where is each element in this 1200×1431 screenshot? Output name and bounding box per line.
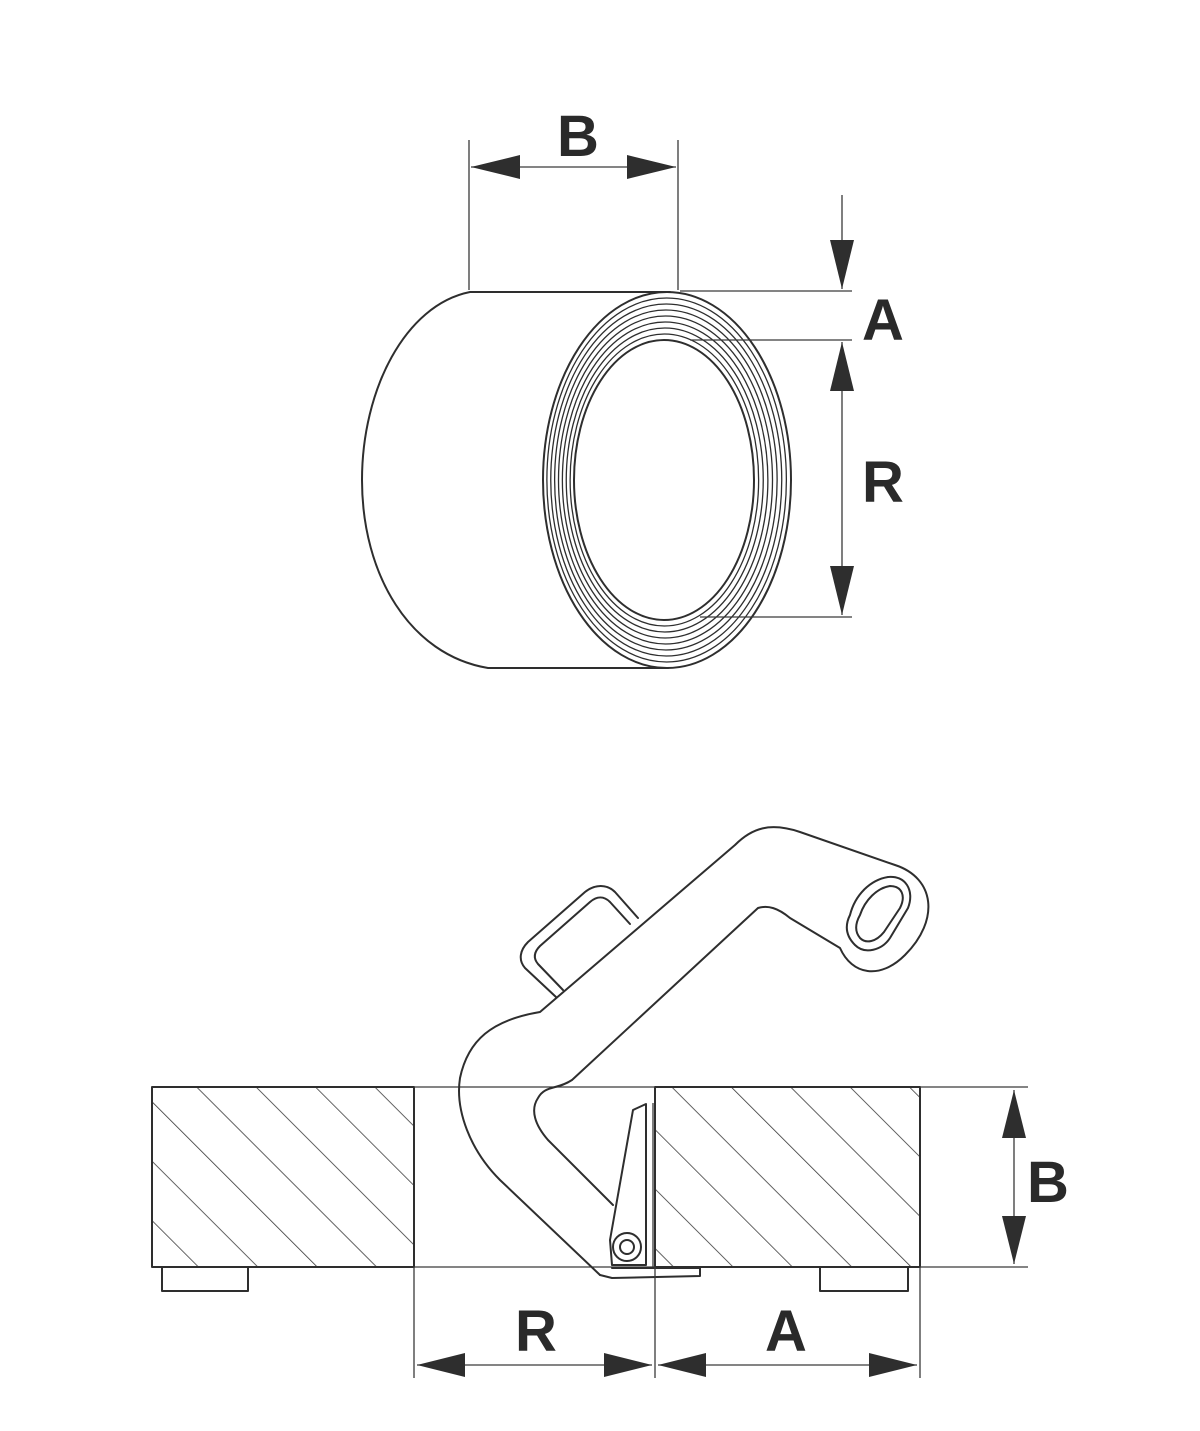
- right-coil-section: [655, 1087, 920, 1267]
- right-support-foot: [819, 1266, 909, 1292]
- clamp-view: B R A: [151, 826, 1069, 1378]
- clamp-height-dimension: B: [920, 1086, 1069, 1268]
- clamp-toe: [599, 1267, 701, 1279]
- clamp-inner-dimension: R: [413, 1267, 656, 1378]
- pivot-pin: [612, 1232, 642, 1262]
- coil-layer: [550, 303, 783, 657]
- coil-inner-label: R: [862, 450, 904, 515]
- coil-layer: [546, 297, 788, 663]
- left-support-foot: [161, 1266, 249, 1292]
- coil-inner-dimension: R: [700, 342, 904, 618]
- coil-layer: [565, 327, 764, 633]
- coil-layer: [542, 291, 792, 669]
- coil-layer: [573, 339, 755, 621]
- clamp-thickness-label: A: [765, 1299, 807, 1364]
- coil-view: B A R: [361, 104, 904, 669]
- clamp-inner-label: R: [515, 1299, 557, 1364]
- coil-layer: [553, 309, 778, 651]
- coil-layers: [542, 291, 792, 669]
- coil-width-dimension: B: [468, 104, 679, 290]
- c-hook-clamp: [458, 826, 930, 1279]
- coil-thickness-label: A: [862, 288, 904, 353]
- lifting-eye: [845, 875, 912, 952]
- coil-layer: [561, 321, 769, 639]
- coil-outline: [361, 291, 671, 669]
- coil-thickness-dimension: A: [680, 195, 904, 353]
- coil-layer: [569, 333, 760, 627]
- clamp-handle: [519, 885, 639, 998]
- clamp-height-label: B: [1027, 1150, 1069, 1215]
- clamp-wedge: [609, 1103, 647, 1266]
- coil-width-label: B: [557, 104, 599, 169]
- clamp-thickness-dimension: A: [658, 1267, 921, 1378]
- coil-layer: [557, 315, 774, 645]
- left-coil-section: [152, 1087, 414, 1267]
